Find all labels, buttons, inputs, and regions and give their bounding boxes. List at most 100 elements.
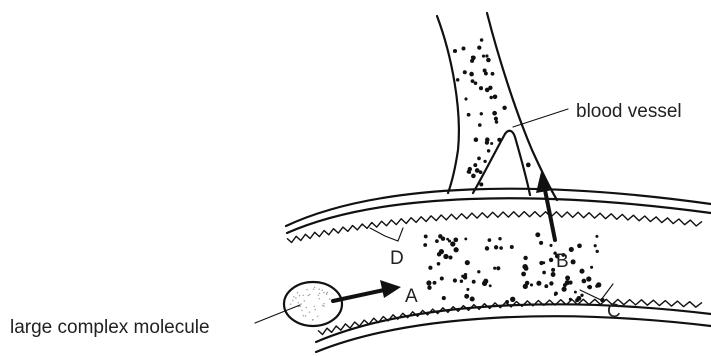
molecule-speck	[326, 294, 327, 295]
molecule-speck	[298, 302, 299, 303]
vessel-particle	[471, 174, 476, 179]
particle	[535, 232, 540, 237]
arrow-a	[333, 280, 401, 301]
vessel-particle	[470, 59, 474, 63]
particle	[443, 254, 448, 259]
molecule-speck	[319, 298, 320, 299]
particle	[427, 286, 431, 290]
particle	[587, 285, 590, 288]
molecule-speck	[329, 298, 330, 299]
vessel-particle	[493, 95, 498, 100]
particle	[510, 245, 514, 249]
arrow-a-head	[380, 280, 401, 298]
vessel-particle	[475, 168, 480, 173]
molecule-speck	[292, 300, 293, 301]
particle	[577, 243, 582, 248]
particle	[426, 280, 431, 285]
lower-outer-membrane	[316, 304, 711, 342]
vessel-particle	[484, 72, 488, 76]
particle	[428, 266, 432, 270]
large-molecule	[284, 282, 342, 326]
vessel-particle	[463, 70, 467, 74]
vessel-particle	[469, 72, 474, 77]
upper-wavy-cell-lining	[287, 212, 702, 243]
particle	[522, 264, 527, 269]
particle	[580, 294, 583, 297]
vessel-particle	[462, 47, 466, 51]
upper-outer-membrane	[286, 189, 711, 226]
d-bracket	[370, 228, 403, 241]
particle	[596, 250, 599, 253]
molecule-speck	[312, 319, 313, 320]
molecule-speck	[317, 316, 318, 317]
particle	[565, 276, 570, 281]
molecule-speck	[319, 293, 320, 294]
molecule-speck	[314, 287, 315, 288]
particle	[530, 283, 533, 286]
label-a: A	[405, 286, 418, 307]
vessel-particle	[468, 167, 472, 171]
particle	[575, 298, 579, 302]
particle	[536, 281, 541, 286]
molecule-speck	[309, 312, 310, 313]
molecule-speck	[303, 315, 304, 316]
particle	[542, 271, 546, 275]
particle	[549, 244, 552, 247]
particle	[460, 279, 463, 282]
particle	[521, 272, 526, 277]
particle	[554, 293, 557, 296]
vessel-particle	[468, 171, 471, 174]
particle	[505, 300, 509, 304]
particle	[579, 269, 584, 274]
vessel-particle	[478, 123, 482, 127]
particle	[446, 238, 449, 241]
vessel-particle	[480, 38, 484, 42]
particle	[465, 260, 470, 265]
vessel-particle	[480, 112, 483, 115]
particle	[544, 284, 548, 288]
vessel-particle	[487, 149, 490, 152]
particle	[539, 261, 543, 265]
molecule-speck	[322, 289, 323, 290]
particle	[433, 281, 437, 285]
particle	[482, 281, 487, 286]
blood-vessel-left-wall	[437, 16, 459, 193]
molecule-speck	[319, 289, 320, 290]
molecule-speck	[304, 300, 305, 301]
particle	[499, 246, 503, 250]
label-blood-vessel: blood vessel	[576, 101, 682, 122]
particle	[496, 266, 500, 270]
particle	[442, 296, 446, 300]
vessel-particle	[485, 137, 490, 142]
molecule-speck	[322, 305, 323, 306]
particle	[569, 247, 574, 252]
molecule-speck	[323, 292, 324, 293]
vessel-particle	[497, 138, 501, 142]
particle	[485, 246, 489, 250]
vessel-particle	[477, 157, 481, 161]
particle	[551, 272, 556, 277]
particle	[472, 280, 476, 284]
vessel-particle	[486, 58, 491, 63]
vessel-particle	[453, 49, 457, 53]
blood-vessel	[437, 13, 557, 200]
molecule-speck	[297, 292, 298, 293]
molecule-speck	[314, 309, 315, 310]
vessel-particle	[494, 117, 498, 121]
molecule-speck	[314, 306, 315, 307]
vessel-particle	[502, 106, 506, 110]
particle	[488, 238, 492, 242]
particle	[466, 288, 469, 291]
molecule-speck	[301, 310, 302, 311]
particle	[493, 267, 496, 270]
molecule-speck	[309, 294, 310, 295]
particle	[510, 297, 515, 302]
particle	[453, 237, 458, 242]
particle	[595, 235, 598, 238]
particle	[450, 241, 455, 246]
label-b: B	[556, 251, 569, 272]
vessel-particle	[492, 111, 497, 116]
particle	[435, 239, 439, 243]
molecule-speck	[308, 295, 309, 296]
